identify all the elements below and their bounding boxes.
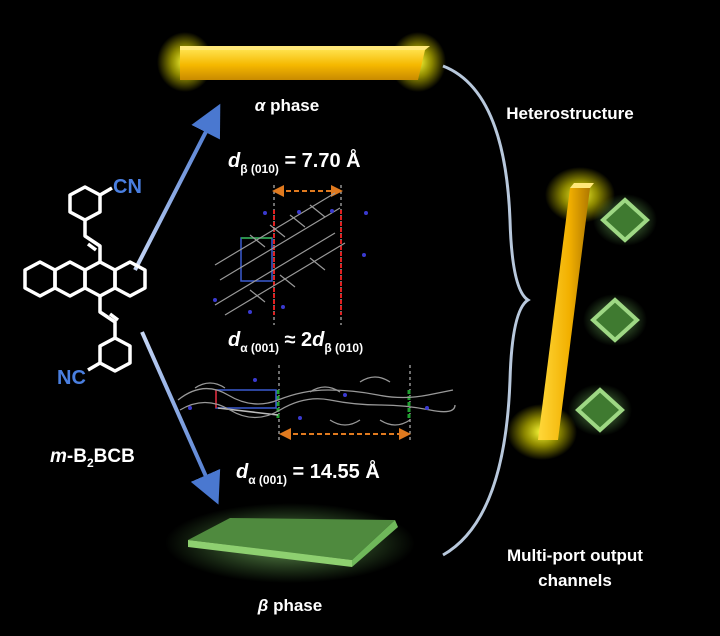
alpha-phase-label: α phase bbox=[255, 96, 319, 115]
green-plate bbox=[568, 384, 632, 436]
alpha-crystal-packing bbox=[177, 365, 456, 442]
molecule-name: m-B2BCB bbox=[50, 446, 135, 470]
d-relation-label: dα (001) ≈ 2dβ (010) bbox=[228, 329, 363, 355]
output-channels-line2: channels bbox=[538, 571, 612, 590]
beta-crystal-packing bbox=[213, 185, 368, 325]
heterostructure-illustration bbox=[507, 167, 657, 460]
curly-brace bbox=[442, 64, 531, 557]
d-beta-label: dβ (010) = 7.70 Å bbox=[228, 148, 361, 176]
alpha-phase-rod bbox=[157, 32, 446, 92]
green-plate bbox=[583, 294, 647, 346]
arrow-to-beta bbox=[140, 331, 221, 505]
d-alpha-label: dα (001) = 14.55 Å bbox=[236, 459, 380, 487]
beta-phase-plate bbox=[165, 503, 415, 583]
molecule-structure bbox=[23, 185, 147, 373]
cn-group-top: CN bbox=[113, 176, 142, 198]
heterostructure-title: Heterostructure bbox=[506, 104, 634, 123]
arrow-to-alpha bbox=[133, 103, 221, 271]
output-channels-line1: Multi-port output bbox=[507, 546, 643, 565]
green-plate bbox=[593, 194, 657, 246]
cn-group-bottom: NC bbox=[57, 367, 86, 389]
beta-phase-label: β phase bbox=[257, 596, 322, 615]
